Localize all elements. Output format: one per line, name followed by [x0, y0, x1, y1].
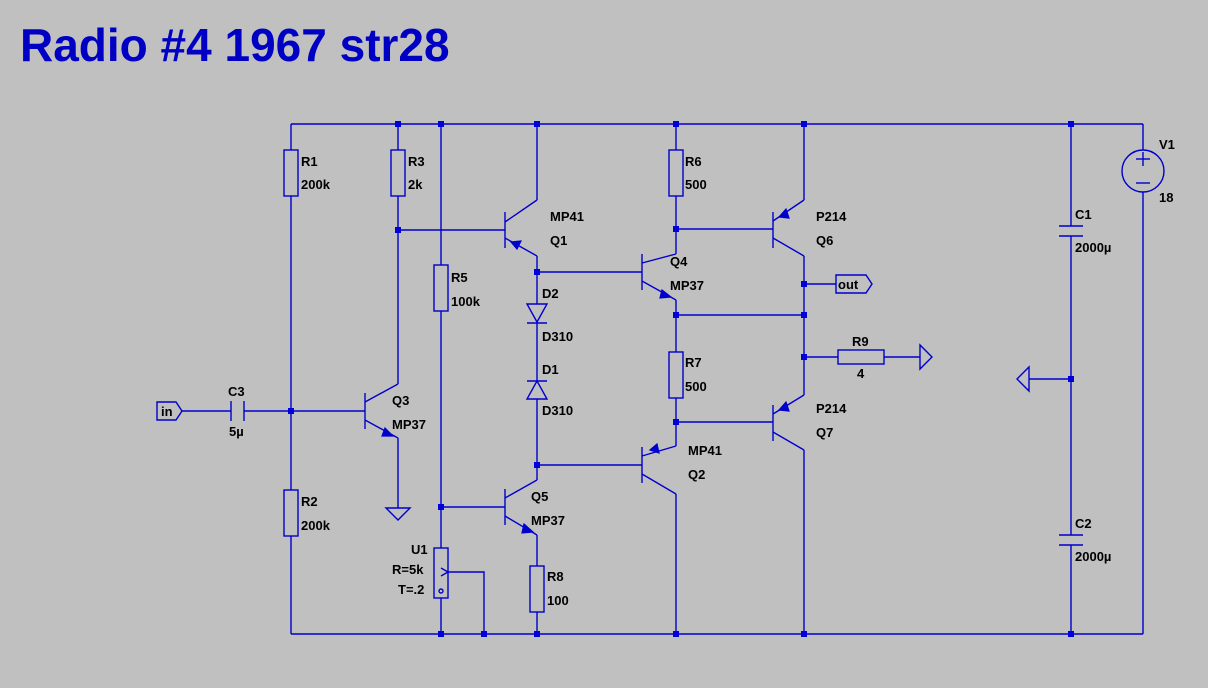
r7-value: 500: [685, 379, 707, 394]
q7-type: P214: [816, 401, 847, 416]
u1-taper: T=.2: [398, 582, 424, 597]
r6-label: R6: [685, 154, 702, 169]
r2-label: R2: [301, 494, 318, 509]
r5-value: 100k: [451, 294, 481, 309]
q7-label: Q7: [816, 425, 833, 440]
diode-d1: [525, 379, 549, 400]
c2-value: 2000µ: [1075, 549, 1111, 564]
v1-label: V1: [1159, 137, 1175, 152]
ground-symbol: [384, 507, 412, 521]
c1-value: 2000µ: [1075, 240, 1111, 255]
resistor-r1: [283, 149, 299, 197]
in-port-label: in: [161, 404, 173, 419]
out-port-label: out: [838, 277, 859, 292]
c1-label: C1: [1075, 207, 1092, 222]
d1-label: D1: [542, 362, 559, 377]
transistor-q2: [641, 442, 677, 495]
resistor-r9: [837, 349, 885, 365]
resistor-r6: [668, 149, 684, 197]
ground-symbol-r9: [919, 343, 933, 371]
r8-value: 100: [547, 593, 569, 608]
diode-d2: [525, 303, 549, 324]
capacitor-c3: [230, 401, 245, 421]
q6-label: Q6: [816, 233, 833, 248]
q2-type: MP41: [688, 443, 722, 458]
transistor-q1: [504, 199, 538, 257]
c2-label: C2: [1075, 516, 1092, 531]
in-port-flag: in: [156, 401, 183, 421]
q2-label: Q2: [688, 467, 705, 482]
q6-type: P214: [816, 209, 847, 224]
r1-value: 200k: [301, 177, 331, 192]
r3-label: R3: [408, 154, 425, 169]
r6-value: 500: [685, 177, 707, 192]
ground-symbol-caps: [1016, 365, 1030, 393]
resistor-r2: [283, 489, 299, 537]
q1-label: Q1: [550, 233, 567, 248]
r2-value: 200k: [301, 518, 331, 533]
d2-value: D310: [542, 329, 573, 344]
capacitor-c1: [1059, 225, 1083, 237]
d1-value: D310: [542, 403, 573, 418]
r3-value: 2k: [408, 177, 423, 192]
potentiometer-u1: [433, 547, 449, 599]
q5-label: Q5: [531, 489, 548, 504]
resistor-r8: [529, 565, 545, 613]
wires: [182, 123, 1144, 635]
resistor-r5: [433, 264, 449, 312]
q3-type: MP37: [392, 417, 426, 432]
r9-value: 4: [857, 366, 865, 381]
transistor-q6: [772, 199, 805, 257]
voltage-source-v1: [1121, 149, 1165, 193]
u1-resistance: R=5k: [392, 562, 424, 577]
v1-value: 18: [1159, 190, 1173, 205]
q4-label: Q4: [670, 254, 688, 269]
q3-label: Q3: [392, 393, 409, 408]
q4-type: MP37: [670, 278, 704, 293]
transistor-q7: [772, 394, 805, 451]
u1-label: U1: [411, 542, 428, 557]
r7-label: R7: [685, 355, 702, 370]
d2-label: D2: [542, 286, 559, 301]
r1-label: R1: [301, 154, 318, 169]
transistor-q5: [504, 479, 538, 536]
junction-dots: [288, 121, 1074, 637]
c3-label: C3: [228, 384, 245, 399]
resistor-r7: [668, 351, 684, 399]
r9-label: R9: [852, 334, 869, 349]
resistor-r3: [390, 149, 406, 197]
c3-value: 5µ: [229, 424, 244, 439]
r8-label: R8: [547, 569, 564, 584]
capacitor-c2: [1059, 534, 1083, 546]
page-title: Radio #4 1967 str28: [20, 19, 450, 71]
out-port-flag: out: [835, 274, 873, 294]
transistor-q3: [364, 383, 399, 439]
q1-type: MP41: [550, 209, 584, 224]
r5-label: R5: [451, 270, 468, 285]
q5-type: MP37: [531, 513, 565, 528]
transistor-q4: [641, 253, 677, 301]
